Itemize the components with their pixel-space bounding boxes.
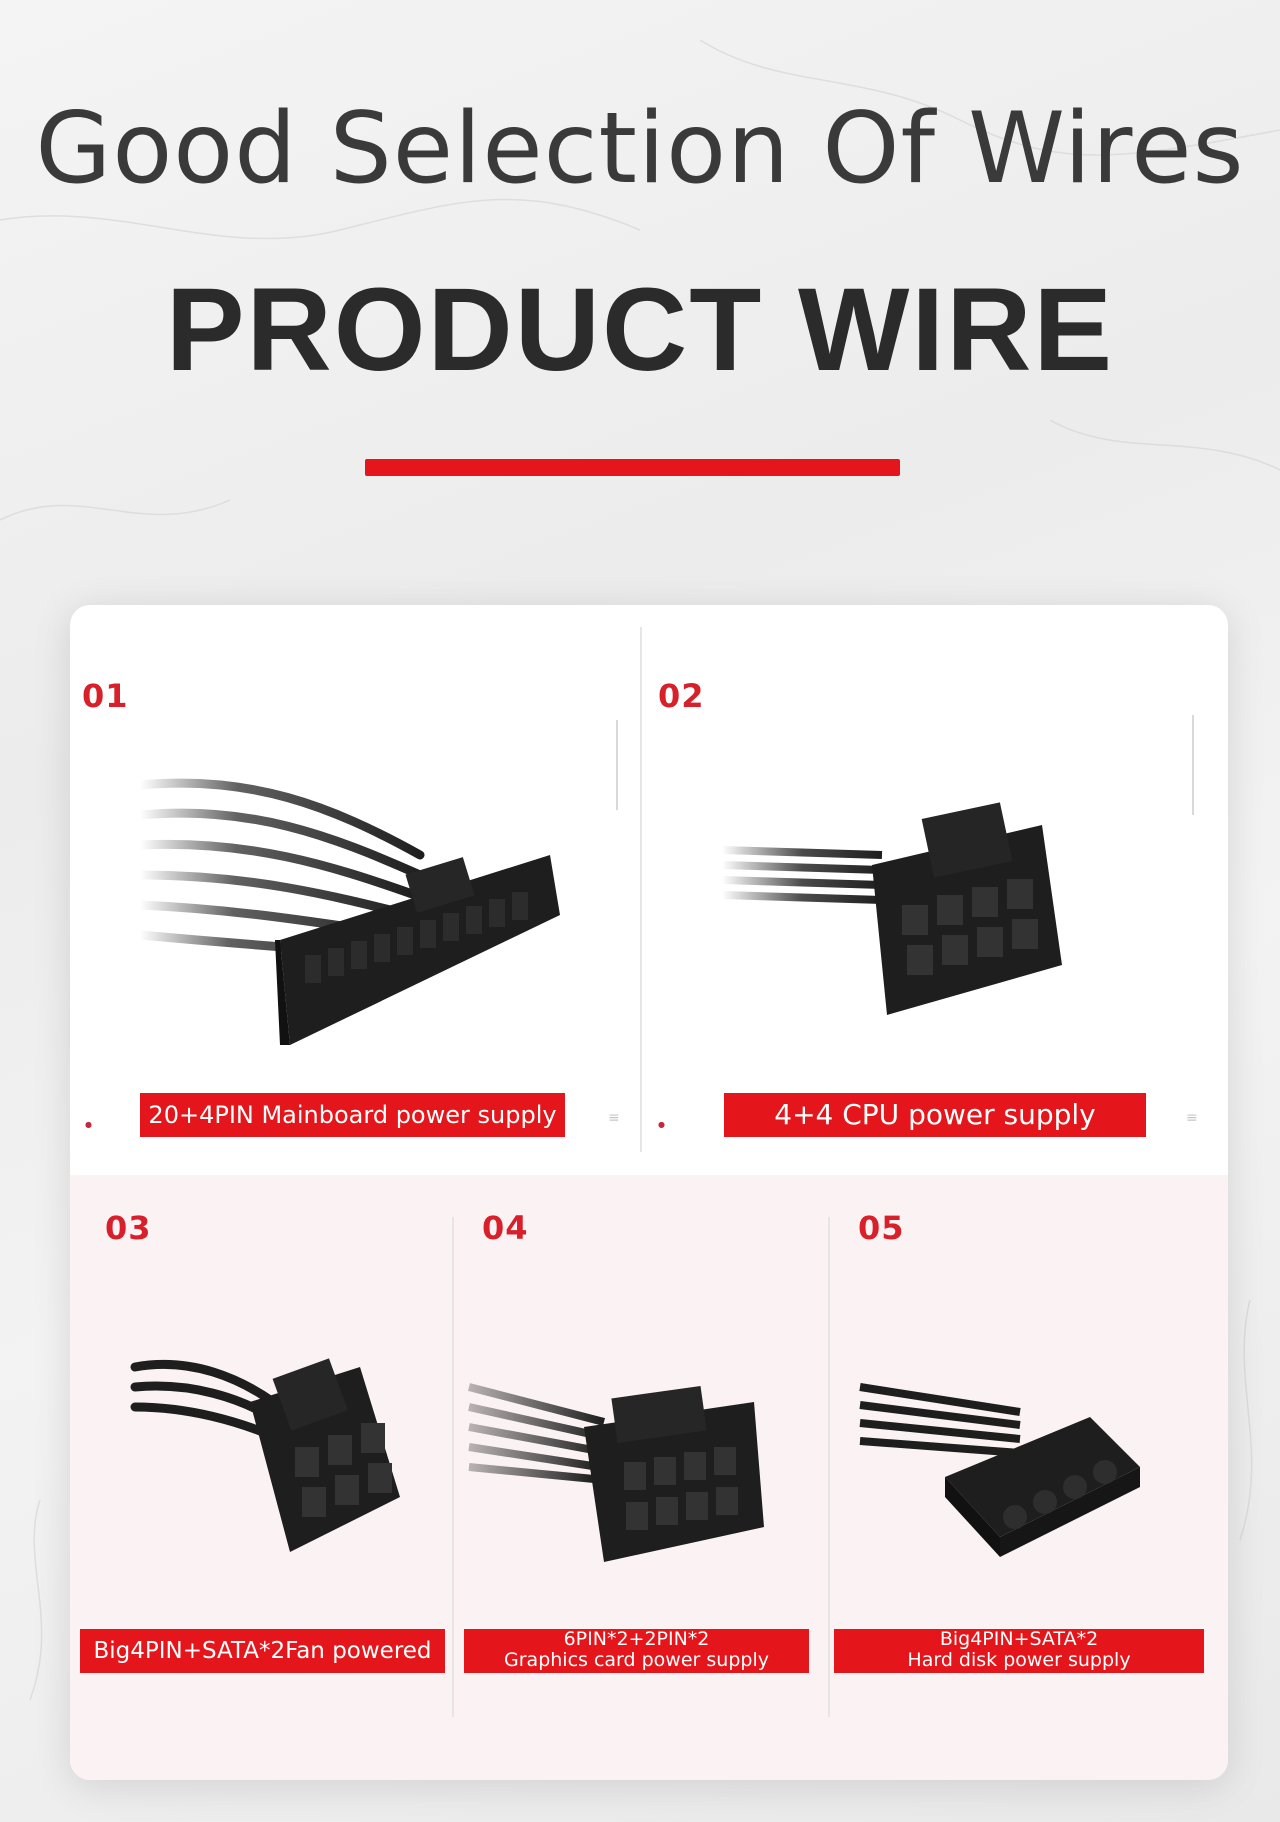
panel-number: 02 — [658, 677, 705, 715]
menu-lines-icon: ≡ — [608, 1110, 620, 1126]
panel-caption: Big4PIN+SATA*2Fan powered — [80, 1629, 445, 1673]
menu-lines-icon: ≡ — [1186, 1110, 1198, 1126]
dot-icon: ● — [85, 1120, 92, 1129]
page-title: PRODUCT WIRE — [165, 264, 1115, 396]
side-rule — [1192, 715, 1194, 815]
6-plus-2-pin-pcie-connector-icon — [467, 1383, 764, 1562]
panel-caption: 4+4 CPU power supply — [724, 1093, 1146, 1137]
panel-03: 03 Big4PIN+SATA*2Fan powered — [70, 1177, 452, 1780]
caption-line-1: Big4PIN+SATA*2 — [939, 1628, 1099, 1650]
8-pin-cpu-connector-icon — [721, 802, 1062, 1015]
caption-line-2: Graphics card power supply — [504, 1649, 769, 1671]
panel-caption: 20+4PIN Mainboard power supply — [140, 1093, 565, 1137]
dot-icon: ● — [658, 1120, 665, 1129]
panel-number: 01 — [82, 677, 129, 715]
bottom-divider-1 — [452, 1217, 454, 1717]
caption-line-2: Hard disk power supply — [907, 1649, 1131, 1671]
caption-line-1: 6PIN*2+2PIN*2 — [563, 1628, 710, 1650]
panel-caption: Big4PIN+SATA*2 Hard disk power supply — [834, 1629, 1204, 1673]
panel-05: 05 Big4PIN+SATA*2 Hard disk power supply — [830, 1177, 1228, 1780]
panel-caption: 6PIN*2+2PIN*2 Graphics card power supply — [464, 1629, 809, 1673]
panel-number: 05 — [858, 1209, 905, 1247]
panel-02: 02 ≡ ● — [642, 605, 1228, 1175]
top-divider — [640, 627, 642, 1152]
panel-number: 03 — [105, 1209, 152, 1247]
side-rule — [616, 720, 618, 810]
6-pin-connector-icon — [130, 1358, 400, 1552]
red-divider — [365, 459, 900, 476]
panel-number: 04 — [482, 1209, 529, 1247]
bottom-divider-2 — [828, 1217, 830, 1717]
caption-line-1: 4+4 CPU power supply — [774, 1098, 1096, 1131]
24-pin-atx-connector-icon — [135, 778, 560, 1045]
molex-4-pin-connector-icon — [859, 1383, 1140, 1557]
product-board: 01 ≡ ● — [70, 605, 1228, 1780]
headline: Good Selection Of Wires — [35, 92, 1245, 206]
panel-04: 04 6PIN*2+2PIN*2 — [454, 1177, 828, 1780]
panel-01: 01 ≡ ● — [70, 605, 640, 1175]
caption-line-1: 20+4PIN Mainboard power supply — [148, 1101, 557, 1129]
caption-line-1: Big4PIN+SATA*2Fan powered — [93, 1638, 432, 1664]
